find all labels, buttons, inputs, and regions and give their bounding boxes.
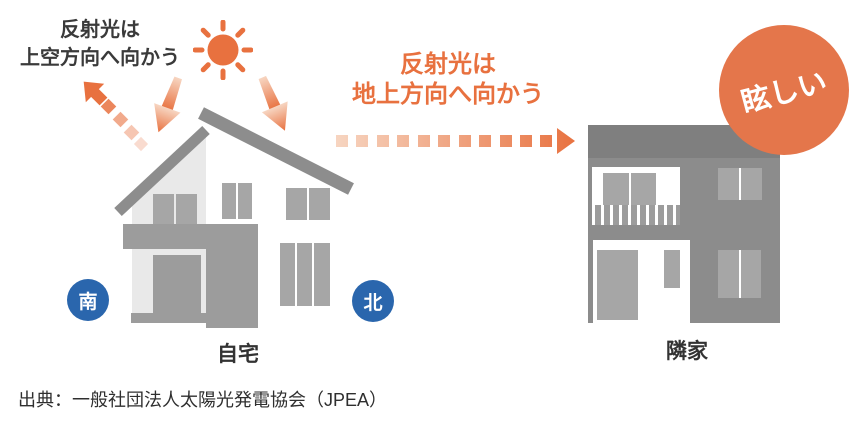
home-base: [131, 313, 207, 323]
neighbor-balcony: [592, 167, 680, 225]
ground-reflection-line1: 反射光は: [400, 51, 496, 78]
south-direction-badge: 南: [67, 279, 109, 321]
neighbor-window-small: [664, 250, 680, 288]
home-wall-column: [206, 249, 258, 328]
north-direction-badge: 北: [352, 280, 394, 322]
sunlight-arrow-right-icon: [258, 75, 288, 131]
source-attribution: 出典：一般社団法人太陽光発電協会（JPEA）: [18, 390, 388, 410]
neighbor-house-illustration: [588, 125, 780, 323]
ground-reflection-line2: 地上方向へ向かう: [352, 81, 544, 108]
ground-reflection-dashed-arrow-icon: [336, 128, 575, 154]
neighbor-window-upper: [718, 168, 762, 200]
sunlight-arrow-left-icon: [154, 76, 183, 133]
home-balcony: [123, 224, 258, 249]
neighbor-entrance: [593, 240, 690, 323]
home-door: [153, 255, 201, 313]
ground-reflection-label: 反射光は 地上方向へ向かう: [338, 50, 558, 110]
home-roof-south: [114, 125, 210, 217]
neighbor-door: [597, 250, 638, 320]
sky-reflection-dashed-arrow-icon: [83, 81, 149, 152]
neighbor-balcony-railing: [592, 205, 680, 225]
glare-badge: 眩しい: [719, 25, 849, 155]
home-windows: [153, 183, 330, 306]
south-label: 南: [78, 291, 98, 313]
neighbor-house-label: 隣家: [666, 340, 708, 363]
neighbor-balcony-door: [603, 173, 656, 205]
home-house-label: 自宅: [217, 343, 259, 366]
home-roof-north: [198, 107, 354, 195]
neighbor-window-lower: [718, 250, 761, 298]
home-house-illustration: [114, 107, 354, 328]
glare-label: 眩しい: [738, 66, 831, 120]
sky-reflection-line2: 上空方向へ向かう: [20, 47, 180, 69]
sun-icon: [193, 20, 253, 80]
sky-reflection-line1: 反射光は: [60, 19, 140, 41]
north-label: 北: [363, 292, 383, 314]
sky-reflection-label: 反射光は 上空方向へ向かう: [10, 16, 190, 72]
